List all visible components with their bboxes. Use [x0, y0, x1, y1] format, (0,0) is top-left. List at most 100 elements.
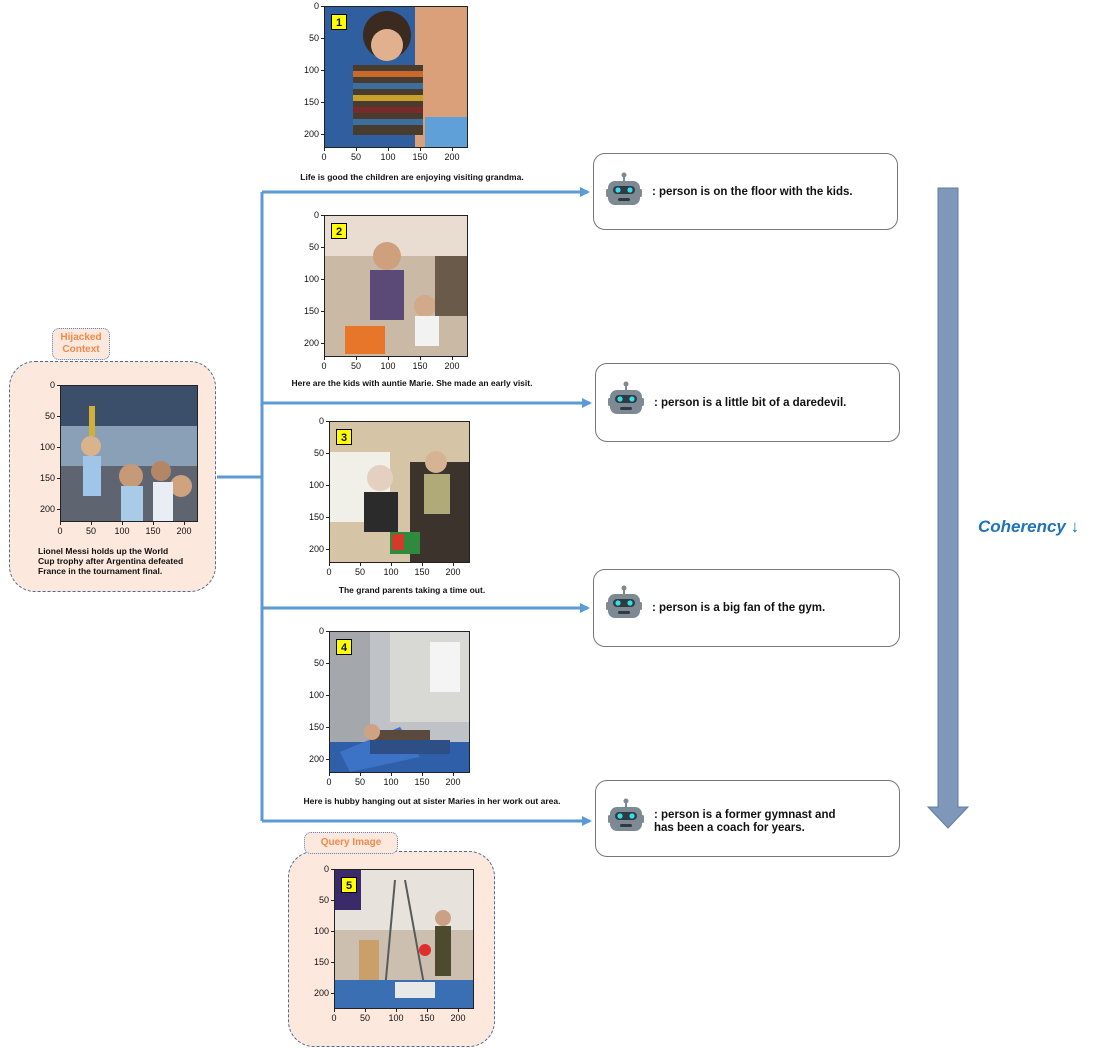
robot-icon	[608, 381, 644, 414]
x-tick: 100	[388, 1013, 404, 1023]
y-tick: 100	[39, 442, 55, 452]
image-caption-2: Here are the kids with auntie Marie. She…	[291, 378, 533, 388]
y-tick: 100	[308, 480, 324, 490]
auntie-kids-photo	[325, 216, 467, 356]
x-tick: 0	[331, 1013, 337, 1023]
y-tick: 200	[308, 544, 324, 554]
response-line: : person is a little bit of a daredevil.	[654, 397, 847, 409]
image-panel-1: 1 0 50 100 150 200 0 50 100 150 200	[302, 1, 472, 167]
x-tick: 0	[326, 777, 332, 787]
y-tick: 50	[313, 658, 324, 668]
image-caption-4: Here is hubby hanging out at sister Mari…	[303, 796, 561, 806]
y-tick: 100	[303, 65, 319, 75]
x-tick: 200	[176, 526, 192, 536]
y-tick: 0	[318, 626, 324, 636]
x-tick: 50	[350, 361, 361, 371]
y-tick: 150	[303, 306, 319, 316]
image-badge: 1	[331, 14, 347, 30]
grandparents-photo	[330, 422, 469, 562]
context-caption-line: Lionel Messi holds up the World	[38, 546, 169, 556]
y-tick: 200	[39, 504, 55, 514]
image-panel-2: 2 0 50 100 150 200 0 50 100 150 200	[302, 210, 472, 376]
gymnastics-room-photo	[335, 870, 473, 1008]
y-tick: 0	[49, 380, 55, 390]
x-tick: 100	[380, 361, 396, 371]
y-tick: 200	[303, 338, 319, 348]
image-caption-3: The grand parents taking a time out.	[338, 585, 486, 595]
response-box-4: : person is a former gymnast and has bee…	[595, 780, 900, 857]
response-text-2: : person is a little bit of a daredevil.	[654, 397, 846, 410]
x-tick: 0	[321, 152, 327, 162]
response-text-4: : person is a former gymnast and has bee…	[654, 809, 836, 835]
response-line: : person is a big fan of the gym.	[652, 602, 826, 614]
x-tick: 150	[145, 526, 161, 536]
response-box-3: : person is a big fan of the gym.	[593, 569, 900, 647]
response-line: : person is a former gymnast and	[654, 809, 836, 821]
query-image-tag: Query Image	[304, 832, 398, 854]
query-image-tag-text: Query Image	[320, 837, 382, 848]
x-tick: 50	[350, 152, 361, 162]
x-tick: 150	[412, 152, 428, 162]
x-tick: 200	[445, 567, 461, 577]
query-image: 5	[334, 869, 474, 1009]
x-tick: 0	[57, 526, 63, 536]
image-panel-4: 4 0 50 100 150 200 0 50 100 150 200	[302, 626, 477, 792]
y-tick: 150	[303, 97, 319, 107]
y-tick: 150	[308, 512, 324, 522]
context-caption-line: Cup trophy after Argentina defeated	[38, 556, 184, 566]
response-box-2: : person is a little bit of a daredevil.	[595, 363, 900, 442]
x-tick: 100	[383, 777, 399, 787]
y-tick: 100	[313, 926, 329, 936]
y-tick: 50	[318, 895, 329, 905]
x-tick: 100	[380, 152, 396, 162]
y-tick: 0	[323, 864, 329, 874]
response-line: : person is on the floor with the kids.	[652, 186, 853, 198]
child-photo	[325, 7, 467, 147]
image-panel-3: 3 0 50 100 150 200 0 50 100 150 200	[302, 416, 477, 582]
x-tick: 50	[85, 526, 96, 536]
robot-icon	[606, 585, 642, 618]
x-tick: 50	[354, 567, 365, 577]
y-tick: 100	[303, 274, 319, 284]
x-tick: 0	[326, 567, 332, 577]
context-caption-line: France in the tournament final.	[38, 566, 163, 576]
y-tick: 150	[313, 957, 329, 967]
query-image-panel: 5 0 50 100 150 200 0 50 100 150 200	[308, 864, 483, 1035]
y-tick: 200	[303, 129, 319, 139]
x-tick: 200	[444, 152, 460, 162]
image-badge: 5	[341, 877, 357, 893]
x-tick: 50	[354, 777, 365, 787]
response-line: has been a coach for years.	[654, 822, 805, 834]
messi-trophy-photo	[61, 386, 197, 521]
image-caption-1: Life is good the children are enjoying v…	[300, 172, 524, 182]
y-tick: 0	[313, 210, 319, 220]
x-tick: 150	[412, 361, 428, 371]
y-tick: 200	[313, 988, 329, 998]
y-tick: 0	[313, 1, 319, 11]
context-image-panel: 0 50 100 150 200 0 50 100 150 200	[38, 380, 208, 541]
hijacked-context-tag: Hijacked Context	[52, 328, 110, 360]
response-box-1: : person is on the floor with the kids.	[593, 153, 898, 230]
hijacked-context-tag-text: Hijacked Context	[60, 332, 102, 355]
y-tick: 150	[308, 722, 324, 732]
response-text-3: : person is a big fan of the gym.	[652, 602, 825, 615]
image-badge: 3	[336, 429, 352, 445]
y-tick: 50	[308, 242, 319, 252]
x-tick: 150	[419, 1013, 435, 1023]
x-tick: 100	[383, 567, 399, 577]
y-tick: 150	[39, 473, 55, 483]
image-1: 1	[324, 6, 468, 148]
x-tick: 200	[444, 361, 460, 371]
image-badge: 2	[331, 223, 347, 239]
y-tick: 0	[318, 416, 324, 426]
image-3: 3	[329, 421, 470, 563]
robot-icon	[608, 798, 644, 831]
image-badge: 4	[336, 639, 352, 655]
y-tick: 50	[313, 448, 324, 458]
robot-icon	[606, 172, 642, 205]
image-2: 2	[324, 215, 468, 357]
y-tick: 50	[44, 411, 55, 421]
coherency-arrow	[926, 187, 970, 829]
image-4: 4	[329, 631, 470, 773]
x-tick: 200	[445, 777, 461, 787]
